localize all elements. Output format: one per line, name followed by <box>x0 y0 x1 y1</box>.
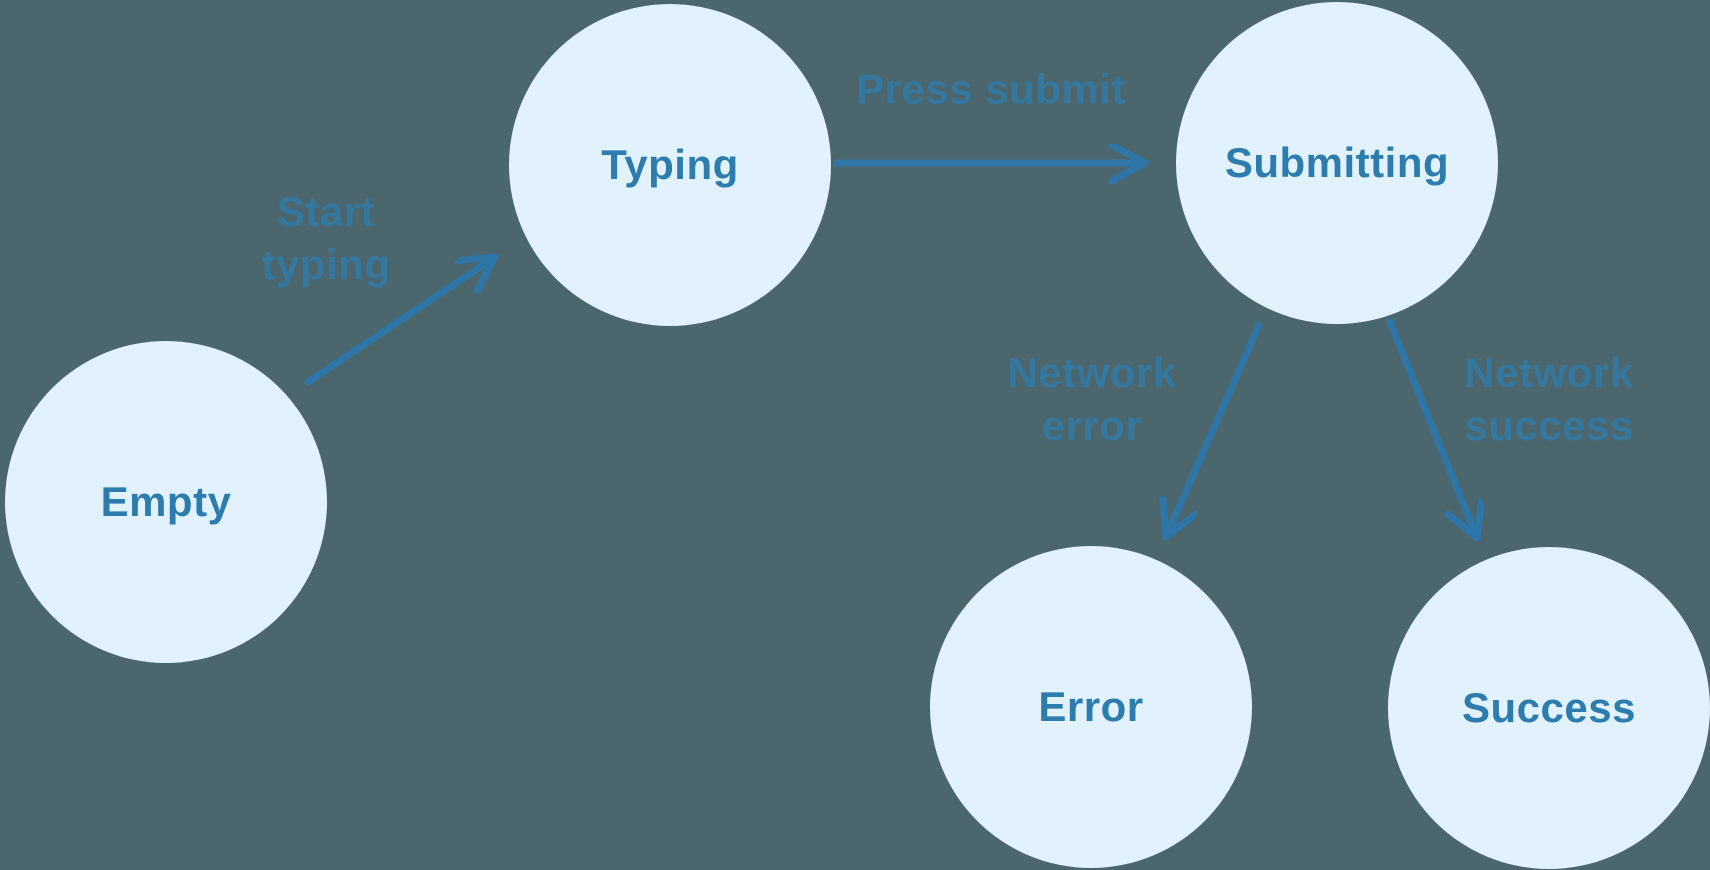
edge-label-network-error: Network error <box>1007 346 1176 452</box>
edge-label-start-typing-line2: typing <box>261 241 391 288</box>
state-node-submitting: Submitting <box>1176 2 1498 324</box>
edge-label-network-error-line1: Network <box>1007 349 1177 396</box>
edge-submitting-to-error-arrow <box>1166 321 1263 541</box>
edge-label-start-typing: Start typing <box>262 185 391 291</box>
edge-label-press-submit: Press submit <box>856 63 1126 116</box>
state-node-error-label: Error <box>1038 683 1144 730</box>
state-node-submitting-label: Submitting <box>1224 139 1450 186</box>
state-node-success-label: Success <box>1462 684 1636 731</box>
edge-label-network-success-line2: success <box>1464 402 1634 449</box>
edge-empty-to-typing-arrow <box>304 253 499 386</box>
state-node-typing: Typing <box>509 4 831 326</box>
edge-label-network-success: Network success <box>1464 346 1633 452</box>
edge-label-network-success-line1: Network <box>1464 349 1634 396</box>
state-node-error: Error <box>930 546 1252 868</box>
edge-submitting-to-success-arrow <box>1386 318 1477 542</box>
state-node-typing-label: Typing <box>601 141 739 188</box>
edge-label-start-typing-line1: Start <box>276 188 376 235</box>
state-node-success: Success <box>1388 547 1710 869</box>
edge-label-press-submit-line1: Press submit <box>856 65 1126 113</box>
state-node-empty: Empty <box>5 341 327 663</box>
state-node-empty-label: Empty <box>100 478 232 525</box>
edge-label-network-error-line2: error <box>1041 402 1143 449</box>
